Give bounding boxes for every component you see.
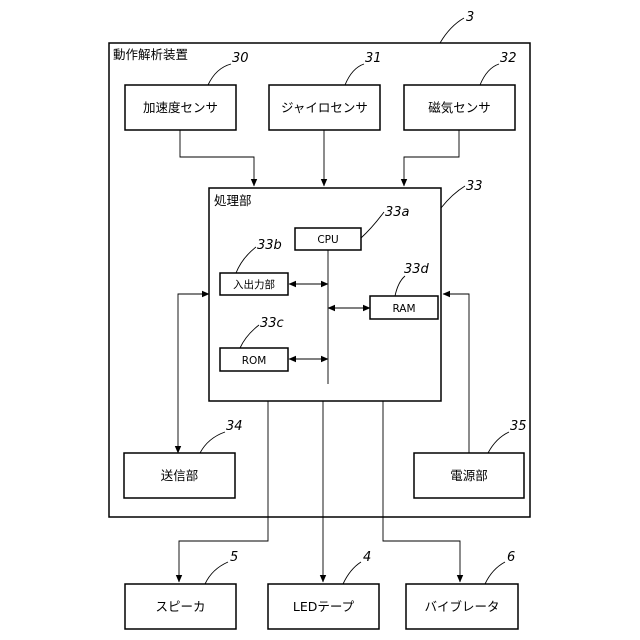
power-unit-label: 電源部 [450, 468, 488, 483]
power-unit-ref: 35 [510, 419, 527, 434]
led-tape-label: LEDテープ [293, 599, 355, 614]
processing-unit-ref: 33 [466, 179, 483, 194]
device-ref-leader [440, 18, 464, 43]
vibrator-ref: 6 [507, 550, 515, 565]
acceleration-sensor-ref: 30 [232, 51, 249, 66]
acceleration-sensor-label: 加速度センサ [143, 100, 218, 115]
processing-unit-title: 処理部 [214, 193, 252, 208]
device-ref: 3 [466, 10, 474, 25]
rom-label: ROM [242, 355, 267, 367]
magnetic-sensor-ref: 32 [500, 51, 517, 66]
vibrator-leader [485, 562, 505, 584]
transmitter-ref: 34 [226, 419, 243, 434]
led-tape-ref: 4 [363, 550, 371, 565]
vibrator-label: バイブレータ [424, 599, 499, 614]
io-unit-label: 入出力部 [233, 278, 275, 291]
speaker-leader [205, 562, 228, 584]
gyro-sensor-ref: 31 [365, 51, 382, 66]
device-title: 動作解析装置 [113, 47, 188, 62]
led-tape-leader [343, 562, 361, 584]
cpu-ref: 33a [385, 205, 410, 220]
ram-ref: 33d [404, 262, 430, 277]
ram-label: RAM [392, 303, 415, 315]
speaker-ref: 5 [230, 550, 238, 565]
io-unit-ref: 33b [257, 238, 282, 253]
cpu-label: CPU [317, 234, 338, 246]
gyro-sensor-label: ジャイロセンサ [281, 100, 368, 115]
rom-ref: 33c [260, 316, 284, 331]
speaker-label: スピーカ [155, 599, 205, 614]
transmitter-label: 送信部 [161, 468, 199, 483]
magnetic-sensor-label: 磁気センサ [428, 100, 491, 115]
